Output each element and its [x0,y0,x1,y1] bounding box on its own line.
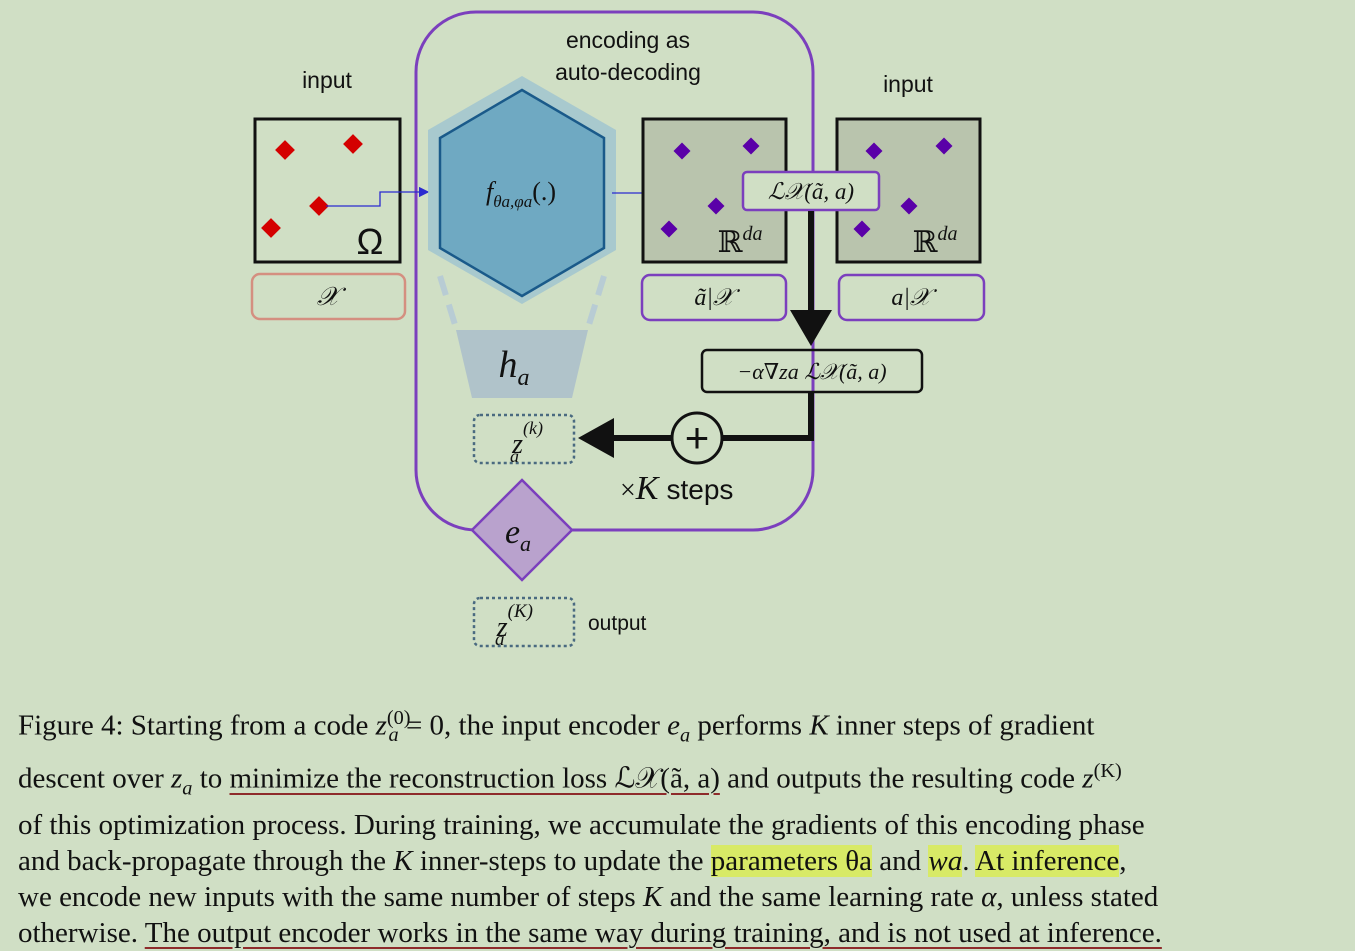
purple-point [935,137,953,155]
code-k-label: z(k)a [510,418,543,466]
update-to-code-head [578,418,614,458]
a-box [837,273,986,322]
caption-line-3: of this optimization process. During tra… [18,808,1145,841]
highlight-parameters: parameters θa [710,844,873,877]
red-point [309,196,329,216]
x-domain-box [250,272,407,321]
purple-point [660,220,678,238]
figure-caption: Figure 4: Starting from a code z(0)a = 0… [18,700,1340,951]
update-path [722,393,814,441]
input-domain-box [253,117,402,264]
underline-minimize-loss: minimize the reconstruction loss ℒ𝒳(ã, a… [229,763,720,796]
caption-line-1: Figure 4: Starting from a code z(0)a = 0… [18,707,1095,747]
purple-point [673,142,691,160]
loss-box [741,170,881,212]
encoder-diamond [470,478,574,582]
purple-point [742,137,760,155]
red-point [275,140,295,160]
loss-to-gradient-head [790,310,832,346]
encoder-label: ea [505,514,531,556]
plus-sign: + [685,414,710,461]
input-label-right: input [883,71,933,97]
input-to-network-arrow [326,186,430,207]
purple-point [900,197,918,215]
underline-output-encoder: The output encoder works in the same way… [144,916,1162,949]
network-label: fθa,φa(.) [486,177,556,211]
input-label-left: input [302,67,352,93]
h-a-trapezoid [456,330,588,398]
gradient-box [700,348,924,394]
purple-point [707,197,725,215]
output-label: output [588,612,647,635]
h-a-label: ha [499,344,530,391]
rda-label-2: ℝda [913,223,958,259]
encoding-title-line1: encoding as [566,27,690,53]
h-dash-left [437,275,459,329]
caption-line-4: and back-propagate through the K inner-s… [18,844,1127,877]
loss-label: ℒ𝒳(ã, a) [768,179,854,204]
code-k-box [472,413,576,465]
purple-point [853,220,871,238]
a-tilde-box [640,273,788,322]
caption-line-6: otherwise. The output encoder works in t… [18,916,1162,949]
red-point [261,218,281,238]
a-tilde-label: ã|𝒳 [694,285,741,311]
code-K-label: z(K)a [495,601,533,650]
encoding-title-line2: auto-decoding [555,59,701,85]
caption-line-5: we encode new inputs with the same numbe… [18,880,1159,913]
omega-symbol: Ω [357,221,384,262]
network-hexagon [438,88,606,298]
purple-point [865,142,883,160]
highlight-at-inference: At inference [975,844,1120,877]
highlight-wa: wa [928,844,963,877]
code-K-box [472,596,576,648]
caption-line-2: descent over za to minimize the reconstr… [18,760,1122,800]
red-point [343,134,363,154]
figure-diagram: encoding as auto-decoding input Ω 𝒳 fθa,… [250,10,986,650]
a-label: a|𝒳 [891,285,938,311]
rda-label-1: ℝda [718,223,763,259]
gradient-label: −α∇za ℒ𝒳(ã, a) [737,359,886,384]
x-domain-label: 𝒳 [317,282,347,311]
h-dash-right [585,275,607,329]
